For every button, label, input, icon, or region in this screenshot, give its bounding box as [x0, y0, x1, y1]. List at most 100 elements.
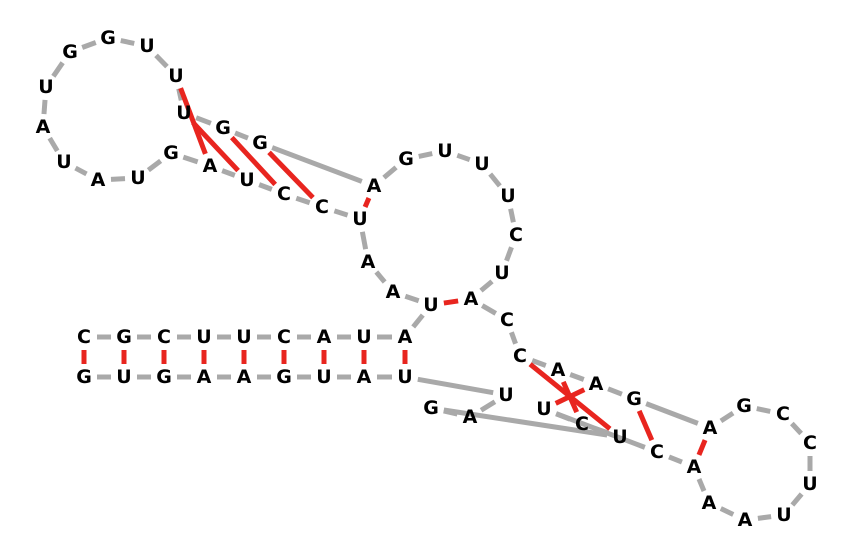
backbone-link	[645, 401, 699, 426]
nucleotide-label: A	[197, 366, 212, 388]
nucleotide-label: A	[687, 456, 702, 478]
nucleotide-label: U	[474, 153, 489, 175]
nucleotide-label: U	[316, 366, 331, 388]
nucleotide-label: A	[36, 116, 51, 138]
backbone-link	[411, 313, 425, 329]
backbone-link	[195, 115, 212, 126]
nucleotide-label: A	[361, 251, 376, 273]
backbone-link	[719, 506, 735, 517]
nucleotide-label: G	[163, 142, 179, 164]
nucleotide-label: C	[500, 309, 514, 331]
nucleotide-label: U	[352, 208, 367, 230]
nucleotide-label: A	[589, 373, 604, 395]
base-pair-bond	[443, 298, 459, 306]
base-pair-bond	[191, 120, 240, 173]
backbone-link	[41, 99, 48, 115]
base-pair-bond	[362, 196, 372, 209]
nucleotide-label: U	[239, 169, 254, 191]
nucleotide-label: G	[423, 397, 439, 419]
backbone-link	[404, 293, 420, 304]
nucleotide-label: U	[494, 262, 509, 284]
backbone-link	[234, 130, 249, 141]
nucleotide-label: G	[76, 366, 92, 388]
nucleotide-label: G	[156, 366, 172, 388]
nucleotide-label: G	[100, 27, 116, 49]
nucleotide-label: G	[116, 326, 132, 348]
nucleotide-label: A	[738, 509, 753, 531]
nucleotide-label: U	[56, 151, 71, 173]
nucleotide-label: C	[509, 224, 523, 246]
nucleotide-label: A	[463, 406, 478, 428]
backbone-link	[120, 38, 135, 46]
backbone-link	[47, 136, 60, 153]
nucleotide-label: A	[386, 281, 401, 303]
backbone-link	[488, 172, 502, 188]
nucleotide-label: A	[203, 155, 218, 177]
nucleotide-label: U	[139, 35, 154, 57]
backbone-link	[607, 386, 623, 397]
nucleotide-label: U	[130, 167, 145, 189]
nucleotide-label: A	[551, 359, 566, 381]
nucleotide-label: C	[803, 432, 817, 454]
nucleotide-label: U	[236, 326, 251, 348]
nucleotide-label: U	[397, 366, 412, 388]
backbone-link	[295, 195, 311, 206]
nucleotide-label: U	[356, 326, 371, 348]
backbone-link	[504, 246, 514, 262]
backbone-link	[479, 279, 494, 293]
backbone-link	[418, 151, 433, 159]
backbone-link	[719, 410, 735, 424]
nucleotide-label: U	[612, 426, 627, 448]
nucleotide-label: C	[77, 326, 91, 348]
nucleotide-label: U	[423, 294, 438, 316]
base-pair-bond	[178, 87, 208, 155]
nucleotide-label: U	[168, 65, 183, 87]
nucleotide-label: U	[116, 366, 131, 388]
backbone-link	[509, 331, 518, 345]
backbone-link	[81, 40, 97, 50]
backbone-link	[154, 53, 169, 69]
backbone-link	[221, 168, 236, 178]
base-pair-bond	[554, 387, 586, 406]
backbone-link	[374, 270, 387, 284]
base-pair-bond	[229, 135, 278, 187]
nucleotide-label: G	[62, 41, 78, 63]
nucleotide-label: U	[176, 102, 191, 124]
nucleotide-label: G	[398, 148, 414, 170]
nucleotide-label: C	[157, 326, 171, 348]
backbone-link	[417, 376, 494, 396]
backbone-link	[508, 208, 516, 223]
nucleotide-label: U	[498, 384, 513, 406]
nucleotide-label: C	[513, 345, 527, 367]
nucleotide-label: U	[38, 76, 53, 98]
backbone-link	[479, 399, 497, 413]
backbone-link	[757, 514, 772, 521]
nucleotide-label: U	[196, 326, 211, 348]
backbone-link	[74, 165, 88, 177]
nucleotide-label: U	[776, 504, 791, 526]
backbone-link	[271, 145, 363, 184]
nucleotide-label: G	[626, 388, 642, 410]
nucleotide-label: A	[398, 326, 413, 348]
nucleotide-label: C	[650, 441, 664, 463]
nucleotide-label: A	[357, 366, 372, 388]
backbone-link	[696, 478, 707, 492]
nucleotide-label: U	[802, 473, 817, 495]
backbone-link	[456, 152, 471, 163]
nucleotide-label: G	[736, 395, 752, 417]
backbone-link	[443, 408, 458, 417]
nucleotide-label: G	[276, 366, 292, 388]
backbone-link	[110, 176, 126, 182]
backbone-link	[480, 303, 498, 316]
nucleotide-label: C	[315, 196, 329, 218]
nucleotide-label: A	[237, 366, 252, 388]
backbone-link	[593, 425, 609, 436]
backbone-link	[555, 411, 571, 422]
nucleotide-label: C	[277, 326, 291, 348]
nucleotide-label: A	[703, 417, 718, 439]
backbone-links	[41, 38, 813, 521]
backbone-link	[258, 182, 273, 192]
backbone-link	[146, 158, 163, 173]
